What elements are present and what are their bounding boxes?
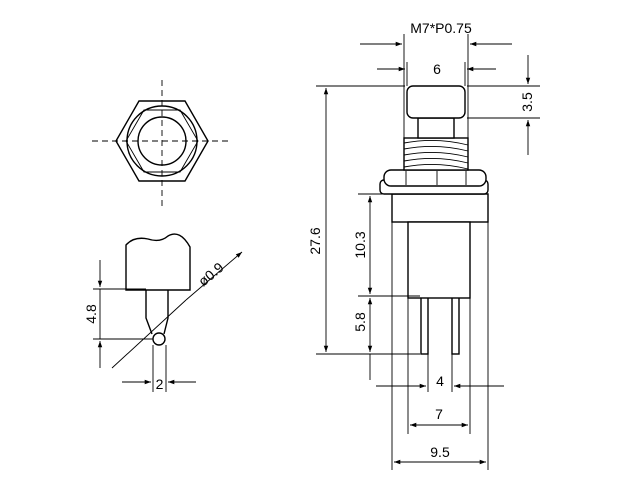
terminal-hole [152, 332, 166, 346]
thread-spec-label: M7*P0.75 [410, 20, 472, 36]
dim-terminal-width-side: 2 [156, 376, 164, 392]
button-circle [137, 116, 187, 166]
top-view [92, 80, 232, 208]
front-view: M7*P0.75 6 3.5 27.6 10.3 5.8 4 [307, 20, 540, 470]
dim-body-height: 10.3 [352, 231, 368, 258]
dim-cap-height: 3.5 [519, 92, 535, 112]
nut-outline [383, 169, 487, 187]
button-neck [417, 117, 455, 139]
right-terminal [451, 295, 460, 355]
dim-terminal-gap: 4 [436, 373, 444, 389]
side-view: 4.8 ø0.9 2 [83, 233, 243, 392]
dim-terminal-length: 5.8 [352, 312, 368, 332]
dim-body-width: 9.5 [430, 444, 450, 460]
thread-lines [403, 139, 469, 170]
dim-hole-diameter: ø0.9 [195, 259, 227, 289]
body-flange [391, 193, 489, 223]
body-housing [407, 221, 471, 299]
push-button-cap [406, 85, 466, 119]
dim-terminal-pitch: 7 [435, 406, 443, 422]
terminal-leg [145, 290, 169, 335]
terminal-body-outline [125, 233, 191, 291]
dim-terminal-height-side: 4.8 [83, 304, 99, 324]
leader-line [185, 251, 243, 301]
left-terminal [420, 295, 429, 355]
thread-circle [126, 105, 198, 177]
hex-nut-outline [115, 100, 209, 182]
leader-line [111, 299, 187, 369]
hex-nut-chamfer [125, 109, 199, 173]
dim-cap-width: 6 [433, 61, 441, 77]
dim-overall-height: 27.6 [307, 227, 323, 254]
